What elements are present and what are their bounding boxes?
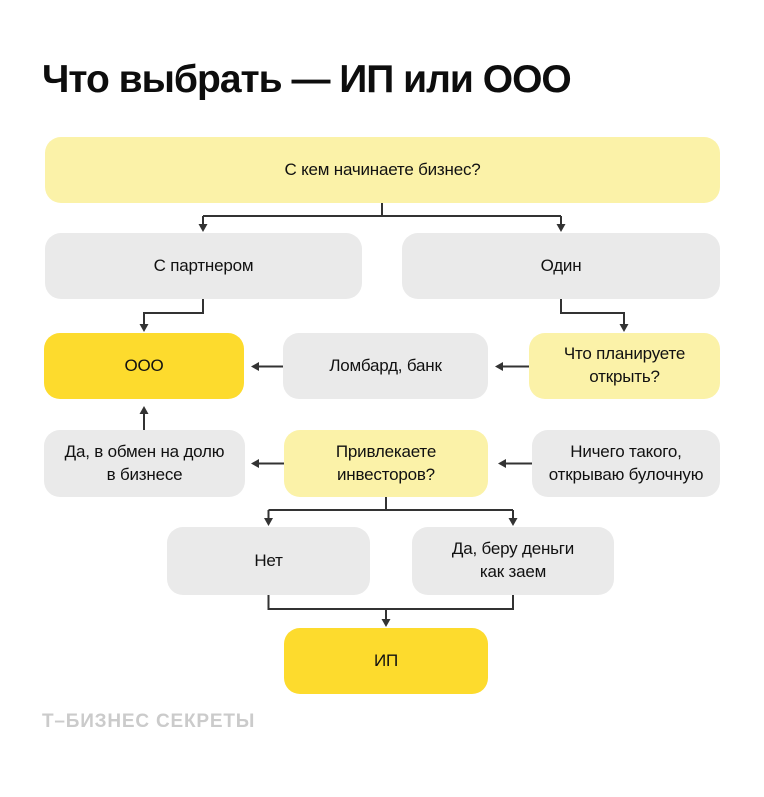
arrow-partner-to-ooo [139, 299, 204, 332]
node-alone: Один [402, 233, 720, 299]
arrow-investors-to-share [251, 459, 284, 468]
arrow-investors-split [264, 497, 518, 526]
page-title: Что выбрать — ИП или ООО [42, 58, 572, 101]
arrow-alone-to-whatopen [560, 299, 629, 332]
node-with-partner: С партнером [45, 233, 362, 299]
arrow-share-to-ooo [139, 406, 149, 430]
node-no-investors: Нет [167, 527, 370, 595]
node-investors-question: Привлекаете инвесторов? [284, 430, 488, 497]
node-lombard-bank: Ломбард, банк [283, 333, 488, 399]
node-what-open-question: Что планируете открыть? [529, 333, 720, 399]
arrow-lombard-to-ooo [251, 362, 283, 371]
arrow-nothing-to-investors [498, 459, 532, 468]
arrow-whatopen-to-lombard [495, 362, 529, 371]
node-share-for-stake: Да, в обмен на долю в бизнесе [44, 430, 245, 497]
node-money-as-loan: Да, беру деньги как заем [412, 527, 614, 595]
arrow-start-split [198, 203, 566, 232]
node-start-question: С кем начинаете бизнес? [45, 137, 720, 203]
node-result-ip: ИП [284, 628, 488, 694]
node-nothing-special: Ничего такого, открываю булочную [532, 430, 720, 497]
arrow-converge-to-ip [267, 595, 514, 627]
node-result-ooo: ООО [44, 333, 244, 399]
brand-logo: Т–БИЗНЕС СЕКРЕТЫ [42, 711, 256, 732]
